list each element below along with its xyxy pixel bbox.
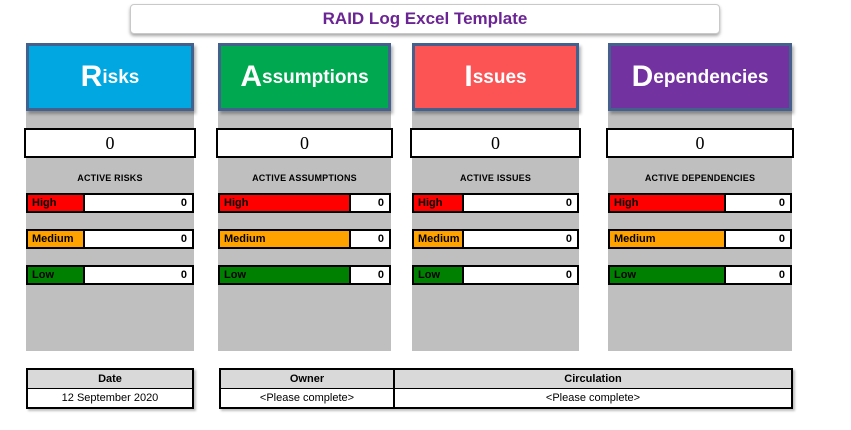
assumptions-button-label: ssumptions bbox=[262, 66, 369, 88]
date-value-cell[interactable]: 12 September 2020 bbox=[28, 389, 192, 407]
active-dependencies-label: ACTIVE DEPENDENCIES bbox=[644, 173, 756, 183]
circulation-value-cell[interactable]: <Please complete> bbox=[395, 389, 791, 407]
assumptions-medium-label: Medium bbox=[218, 229, 352, 249]
dependencies-medium-value-cell[interactable]: 0 bbox=[725, 229, 792, 249]
dependencies-low-label: Low bbox=[608, 265, 726, 285]
dependencies-count-cell[interactable]: 0 bbox=[606, 128, 794, 158]
assumptions-high-row: High 0 bbox=[218, 193, 391, 213]
risks-high-label: High bbox=[26, 193, 85, 213]
risks-low-row: Low 0 bbox=[26, 265, 194, 285]
assumptions-low-row: Low 0 bbox=[218, 265, 391, 285]
title-box: RAID Log Excel Template bbox=[130, 4, 720, 34]
dependencies-low-value-cell[interactable]: 0 bbox=[725, 265, 792, 285]
risks-high-row: High 0 bbox=[26, 193, 194, 213]
active-assumptions-label: ACTIVE ASSUMPTIONS bbox=[252, 173, 357, 183]
dependencies-button-label: ependencies bbox=[653, 66, 769, 88]
issues-low-label: Low bbox=[412, 265, 464, 285]
assumptions-count-cell[interactable]: 0 bbox=[216, 128, 393, 158]
date-header: Date bbox=[28, 370, 192, 389]
issues-high-row: High 0 bbox=[412, 193, 579, 213]
issues-medium-label: Medium bbox=[412, 229, 464, 249]
risks-medium-label: Medium bbox=[26, 229, 85, 249]
owner-value-cell[interactable]: <Please complete> bbox=[221, 389, 393, 407]
risks-button-label: isks bbox=[102, 66, 140, 88]
issues-button-initial: I bbox=[464, 60, 473, 93]
date-table: Date 12 September 2020 bbox=[26, 368, 194, 409]
issues-low-value-cell[interactable]: 0 bbox=[463, 265, 579, 285]
issues-button-label: ssues bbox=[472, 66, 527, 88]
risks-high-value-cell[interactable]: 0 bbox=[84, 193, 194, 213]
issues-low-row: Low 0 bbox=[412, 265, 579, 285]
assumptions-button-initial: A bbox=[240, 60, 263, 93]
risks-low-value-cell[interactable]: 0 bbox=[84, 265, 194, 285]
dependencies-high-value-cell[interactable]: 0 bbox=[725, 193, 792, 213]
dependencies-high-label: High bbox=[608, 193, 726, 213]
risks-medium-value-cell[interactable]: 0 bbox=[84, 229, 194, 249]
assumptions-high-value-cell[interactable]: 0 bbox=[351, 193, 391, 213]
risks-low-label: Low bbox=[26, 265, 85, 285]
assumptions-high-label: High bbox=[218, 193, 352, 213]
risks-count-cell[interactable]: 0 bbox=[24, 128, 196, 158]
issues-medium-row: Medium 0 bbox=[412, 229, 579, 249]
assumptions-low-label: Low bbox=[218, 265, 352, 285]
dependencies-medium-label: Medium bbox=[608, 229, 726, 249]
assumptions-medium-value-cell[interactable]: 0 bbox=[351, 229, 391, 249]
owner-circulation-table: Owner <Please complete> Circulation <Ple… bbox=[219, 368, 793, 409]
risks-button-initial: R bbox=[80, 60, 103, 93]
risks-medium-row: Medium 0 bbox=[26, 229, 194, 249]
assumptions-medium-row: Medium 0 bbox=[218, 229, 391, 249]
active-issues-label: ACTIVE ISSUES bbox=[459, 173, 532, 183]
issues-count-cell[interactable]: 0 bbox=[410, 128, 581, 158]
owner-column: Owner <Please complete> bbox=[221, 370, 395, 407]
dependencies-low-row: Low 0 bbox=[608, 265, 792, 285]
issues-high-value-cell[interactable]: 0 bbox=[463, 193, 579, 213]
owner-header: Owner bbox=[221, 370, 393, 389]
issues-high-label: High bbox=[412, 193, 464, 213]
assumptions-low-value-cell[interactable]: 0 bbox=[351, 265, 391, 285]
issues-medium-value-cell[interactable]: 0 bbox=[463, 229, 579, 249]
dependencies-high-row: High 0 bbox=[608, 193, 792, 213]
dependencies-button-initial: D bbox=[631, 60, 654, 93]
dependencies-medium-row: Medium 0 bbox=[608, 229, 792, 249]
circulation-column: Circulation <Please complete> bbox=[395, 370, 791, 407]
active-risks-label: ACTIVE RISKS bbox=[77, 173, 143, 183]
circulation-header: Circulation bbox=[395, 370, 791, 389]
page-title: RAID Log Excel Template bbox=[322, 9, 528, 28]
